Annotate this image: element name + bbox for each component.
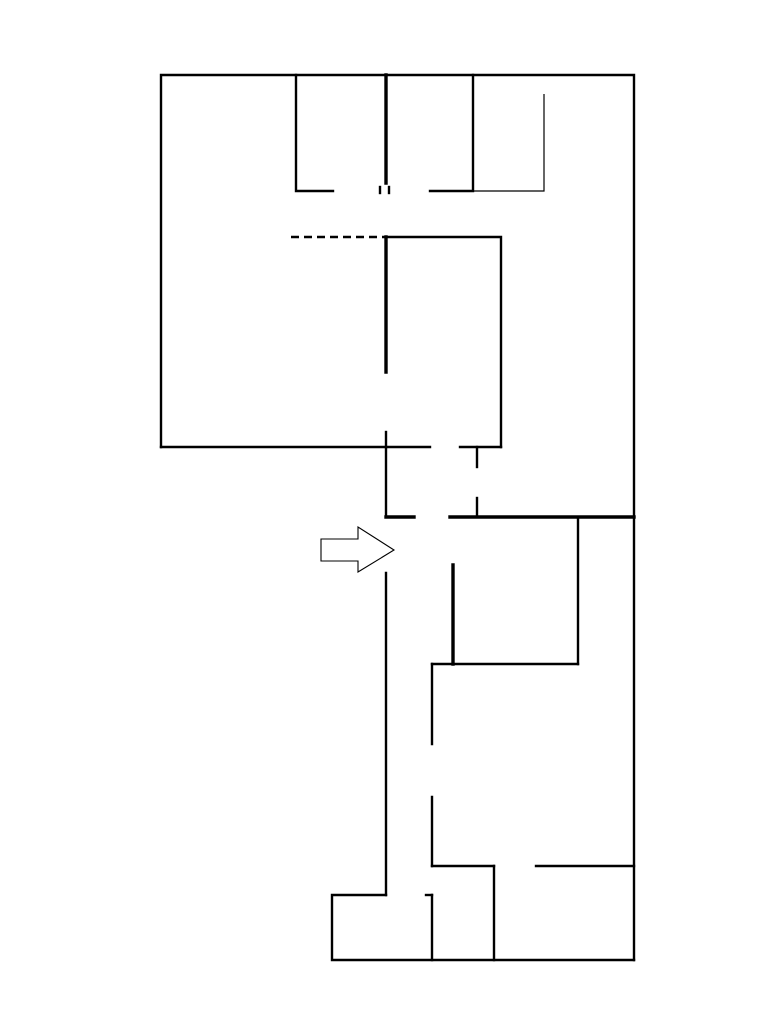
entrance-arrow-icon [320, 525, 396, 573]
inner-room-top-right-wall [384, 235, 503, 449]
top-right-cupboard-wall [473, 94, 545, 192]
upper-block-outer-wall [159, 73, 636, 519]
top-alcove-left-wall [294, 73, 335, 193]
top-alcove-right-wall [428, 73, 475, 193]
lower-section [330, 515, 636, 962]
upper-block [159, 73, 636, 519]
bottom-left-room-wall [330, 893, 636, 962]
vestibule [384, 445, 636, 519]
